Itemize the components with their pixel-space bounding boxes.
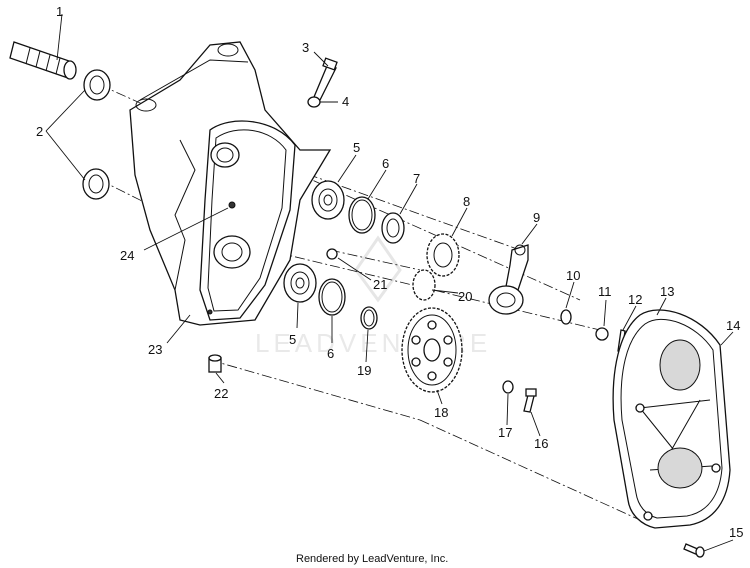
part-drain-plug <box>208 354 222 373</box>
callout-6-lower: 6 <box>327 346 334 361</box>
callout-12: 12 <box>628 292 642 307</box>
callout-16: 16 <box>534 436 548 451</box>
part-large-sprocket <box>401 307 463 393</box>
callout-7: 7 <box>413 171 420 186</box>
callout-6-upper: 6 <box>382 156 389 171</box>
part-small-sprocket <box>412 233 460 301</box>
part-ring-lower <box>318 278 346 316</box>
part-seal-lower <box>82 168 110 200</box>
part-spacer <box>381 212 405 244</box>
part-ring-upper <box>348 196 376 234</box>
part-seal-upper <box>83 69 111 101</box>
leader-lines <box>45 13 734 552</box>
callout-24: 24 <box>120 248 134 263</box>
part-nut-top <box>307 96 321 108</box>
callout-labels: 1 2 3 4 5 5 6 6 7 8 9 10 11 12 13 14 15 … <box>36 4 743 540</box>
callout-2: 2 <box>36 124 43 139</box>
part-nut-21 <box>326 248 338 260</box>
part-nut <box>595 327 609 341</box>
part-washer <box>560 309 572 325</box>
callout-19: 19 <box>357 363 371 378</box>
callout-1: 1 <box>56 4 63 19</box>
part-chaincase-cover <box>612 309 731 529</box>
callout-23: 23 <box>148 342 162 357</box>
callout-15: 15 <box>729 525 743 540</box>
callout-5-upper: 5 <box>353 140 360 155</box>
callout-13: 13 <box>660 284 674 299</box>
part-screw <box>683 543 705 558</box>
part-small-ring <box>360 306 378 330</box>
callout-18: 18 <box>434 405 448 420</box>
callout-4: 4 <box>342 94 349 109</box>
part-shaft <box>9 41 77 80</box>
callout-5-lower: 5 <box>289 332 296 347</box>
part-tensioner-arm <box>488 244 529 315</box>
callout-20: 20 <box>458 289 472 304</box>
part-bearing-upper <box>311 180 345 220</box>
callout-3: 3 <box>302 40 309 55</box>
footer-credit: Rendered by LeadVenture, Inc. <box>296 553 448 565</box>
callout-22: 22 <box>214 386 228 401</box>
callout-11: 11 <box>598 284 612 299</box>
callout-9: 9 <box>533 210 540 225</box>
part-chaincase-housing <box>129 41 332 326</box>
part-stud <box>228 201 236 209</box>
callout-10: 10 <box>566 268 580 283</box>
callout-21: 21 <box>373 277 387 292</box>
part-bearing-lower <box>283 263 317 303</box>
callout-8: 8 <box>463 194 470 209</box>
callout-17: 17 <box>498 425 512 440</box>
part-bolt-lower <box>523 388 537 413</box>
callout-14: 14 <box>726 318 740 333</box>
part-bolt-top <box>313 57 338 101</box>
part-washer-lower <box>502 380 514 394</box>
